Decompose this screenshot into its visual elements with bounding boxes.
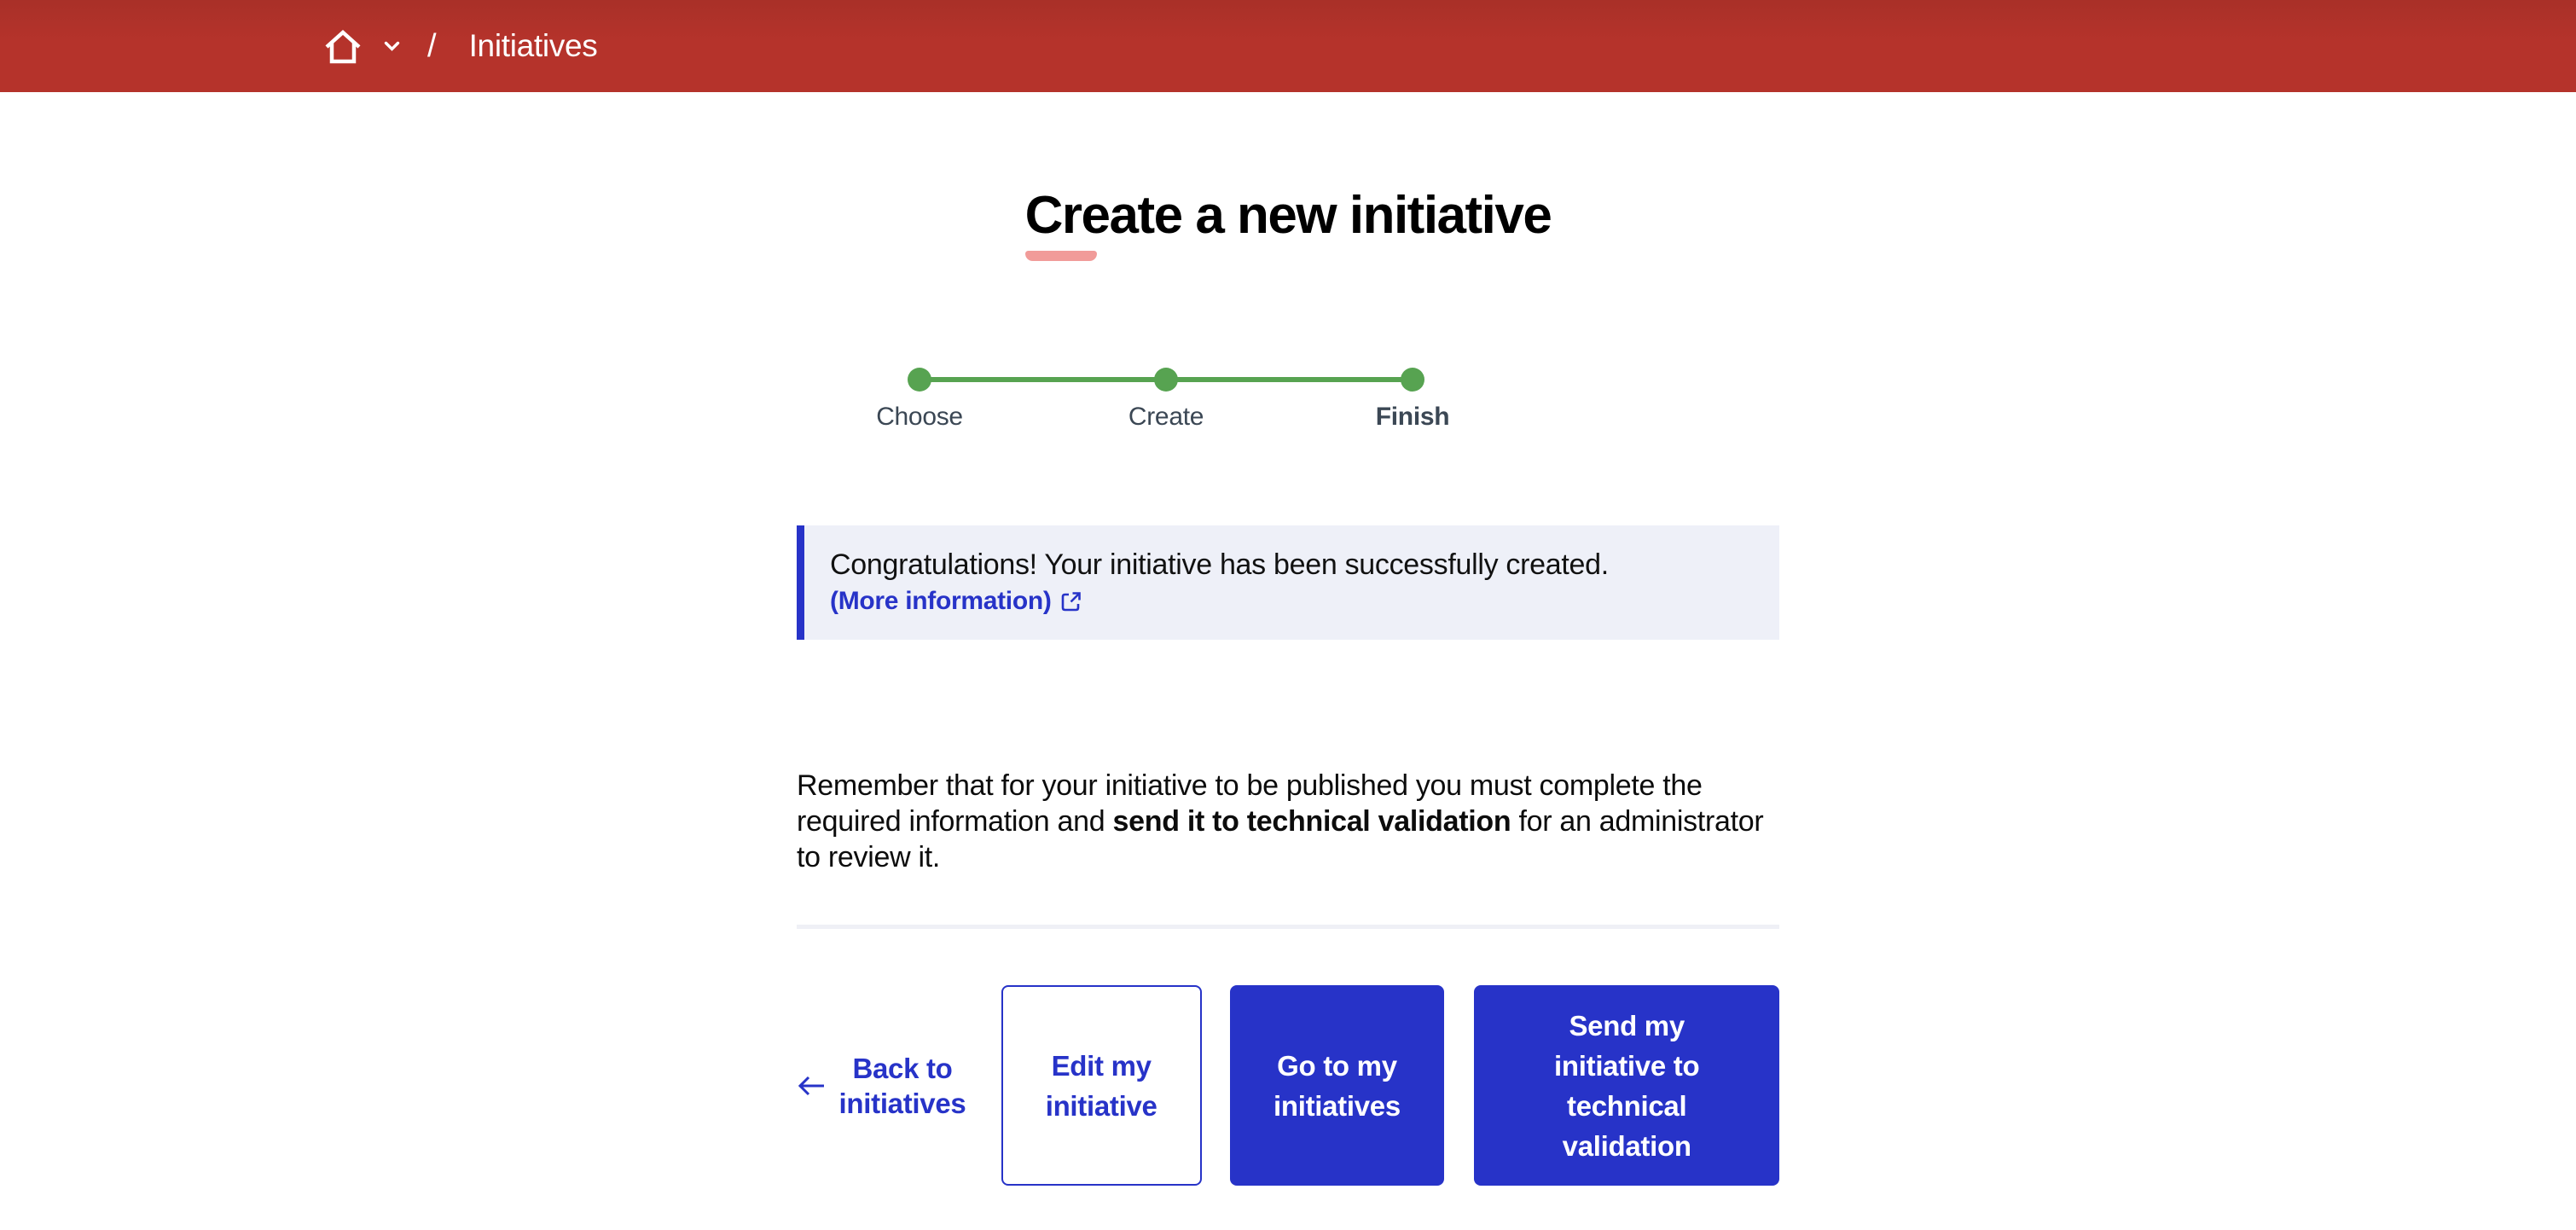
- step-dot-choose: [908, 368, 931, 392]
- arrow-left-icon: [797, 1074, 826, 1098]
- step-label-create: Create: [1128, 403, 1204, 431]
- edit-my-initiative-button[interactable]: Edit my initiative: [1001, 985, 1202, 1186]
- step-label-finish: Finish: [1375, 403, 1450, 431]
- success-alert: Congratulations! Your initiative has bee…: [797, 525, 1779, 640]
- breadcrumb-separator: /: [427, 27, 437, 64]
- home-button[interactable]: [324, 28, 362, 64]
- reminder-note-bold: send it to technical validation: [1112, 805, 1511, 838]
- section-divider: [797, 925, 1779, 929]
- reminder-note-text: Remember that for your initiative to be …: [797, 769, 1703, 838]
- main-content: Create a new initiative Choose Create Fi…: [797, 186, 1780, 1186]
- reminder-note-text-after: for an administrator to review it.: [797, 805, 1764, 873]
- page-title: Create a new initiative: [1024, 186, 1552, 245]
- back-link-label: Back to initiatives: [838, 1052, 966, 1119]
- wizard-stepper: Choose Create Finish: [797, 368, 1779, 432]
- home-icon: [324, 28, 362, 64]
- send-to-technical-validation-button[interactable]: Send my initiative to technical validati…: [1474, 985, 1780, 1186]
- breadcrumb-dropdown-toggle[interactable]: [384, 41, 400, 52]
- go-to-my-initiatives-button[interactable]: Go to my initiatives: [1229, 985, 1445, 1186]
- back-to-initiatives-link[interactable]: Back to initiatives: [797, 1051, 981, 1121]
- step-dot-finish: [1401, 368, 1424, 392]
- breadcrumb-item-initiatives[interactable]: Initiatives: [468, 28, 598, 63]
- step-dot-create: [1154, 368, 1178, 392]
- external-link-icon: [1060, 591, 1082, 612]
- title-underline: [1024, 251, 1097, 261]
- more-information-link[interactable]: (More information): [830, 587, 1052, 615]
- success-alert-message: Congratulations! Your initiative has bee…: [830, 548, 1609, 581]
- chevron-down-icon: [384, 41, 400, 52]
- step-label-choose: Choose: [876, 403, 963, 431]
- action-row: Back to initiatives Edit my initiative G…: [797, 985, 1780, 1186]
- breadcrumb: / Initiatives: [0, 28, 598, 65]
- top-bar: / Initiatives: [0, 0, 2576, 92]
- reminder-note: Remember that for your initiative to be …: [797, 768, 1779, 875]
- title-block: Create a new initiative: [797, 186, 1779, 261]
